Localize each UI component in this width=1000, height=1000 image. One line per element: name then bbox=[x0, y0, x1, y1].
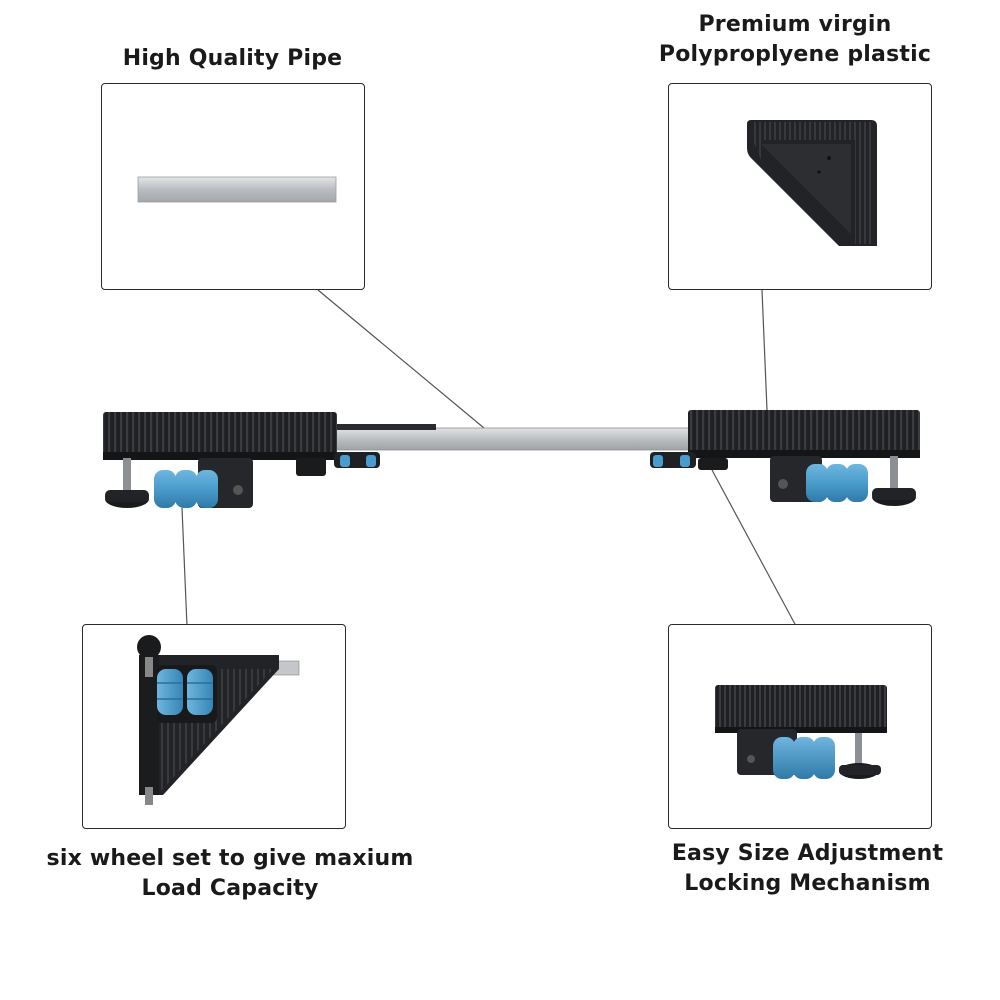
locking-detail-box bbox=[668, 624, 932, 829]
plastic-detail-box bbox=[668, 83, 932, 290]
wheels-caption: six wheel set to give maxium Load Capaci… bbox=[30, 844, 430, 904]
locking-caption-line1: Easy Size Adjustment bbox=[671, 841, 944, 866]
locking-caption-line2: Locking Mechanism bbox=[684, 871, 931, 896]
pipe-detail-box bbox=[101, 83, 365, 290]
wheels-leader-line bbox=[181, 507, 188, 627]
plastic-caption: Premium virgin Polyproplyene plastic bbox=[640, 10, 950, 70]
locking-leader-line bbox=[711, 469, 797, 627]
plastic-caption-line2: Polyproplyene plastic bbox=[658, 42, 932, 67]
plastic-leader-line bbox=[761, 289, 768, 411]
pipe-caption-text: High Quality Pipe bbox=[122, 46, 343, 71]
pipe-segment-image bbox=[137, 176, 337, 203]
pipe-caption: High Quality Pipe bbox=[100, 44, 365, 74]
locking-mechanism-image bbox=[715, 685, 887, 779]
pipe-leader-line bbox=[317, 289, 485, 429]
wheels-caption-line2: Load Capacity bbox=[141, 876, 319, 901]
six-wheel-corner-image bbox=[137, 635, 300, 805]
plastic-corner-image bbox=[747, 120, 877, 246]
plastic-caption-line1: Premium virgin bbox=[698, 12, 892, 37]
wheels-detail-box bbox=[82, 624, 346, 829]
wheels-caption-line1: six wheel set to give maxium bbox=[46, 846, 414, 871]
locking-caption: Easy Size Adjustment Locking Mechanism bbox=[650, 839, 965, 899]
